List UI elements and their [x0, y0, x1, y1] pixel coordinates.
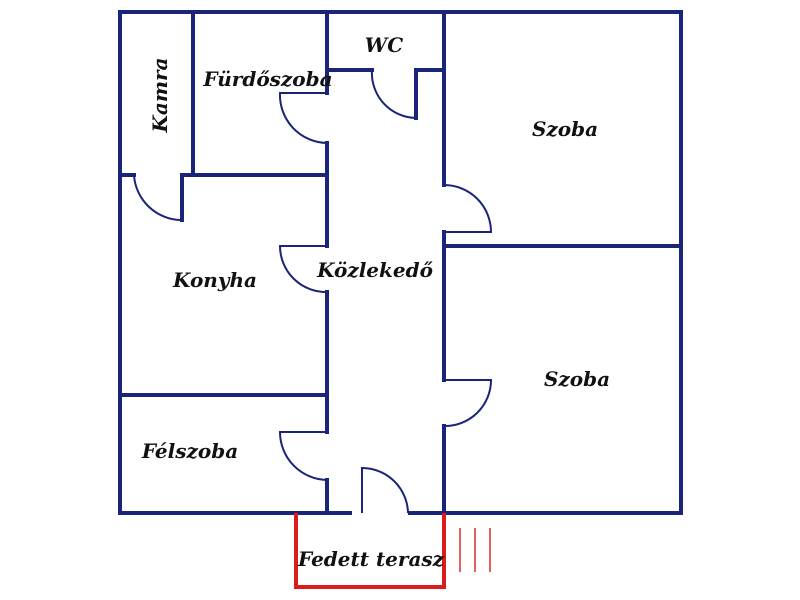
door-felszoba — [278, 431, 328, 481]
doors — [133, 69, 493, 514]
room-labels: Kamra Fürdőszoba WC Szoba Konyha Közleke… — [141, 33, 610, 571]
label-szoba-upper: Szoba — [532, 117, 598, 141]
door-furdoszoba — [278, 92, 328, 144]
label-kamra: Kamra — [148, 58, 172, 134]
label-felszoba: Félszoba — [141, 439, 238, 463]
label-konyha: Konyha — [172, 268, 257, 292]
door-szoba-upper — [443, 184, 493, 233]
outer-wall-left — [118, 10, 352, 515]
label-szoba-lower: Szoba — [544, 367, 610, 391]
outer-wall — [118, 10, 683, 515]
label-wc: WC — [365, 33, 403, 57]
walls — [118, 10, 683, 515]
terrace-outline — [294, 513, 446, 589]
door-entrance — [361, 466, 409, 514]
label-terrace: Fedett terasz — [297, 547, 445, 571]
door-kamra — [133, 174, 183, 222]
terrace — [294, 513, 491, 589]
door-konyha — [278, 245, 328, 294]
door-wc — [370, 69, 417, 119]
label-furdoszoba: Fürdőszoba — [202, 67, 332, 91]
label-kozlekedo: Közlekedő — [316, 258, 434, 282]
door-szoba-lower — [443, 379, 493, 428]
